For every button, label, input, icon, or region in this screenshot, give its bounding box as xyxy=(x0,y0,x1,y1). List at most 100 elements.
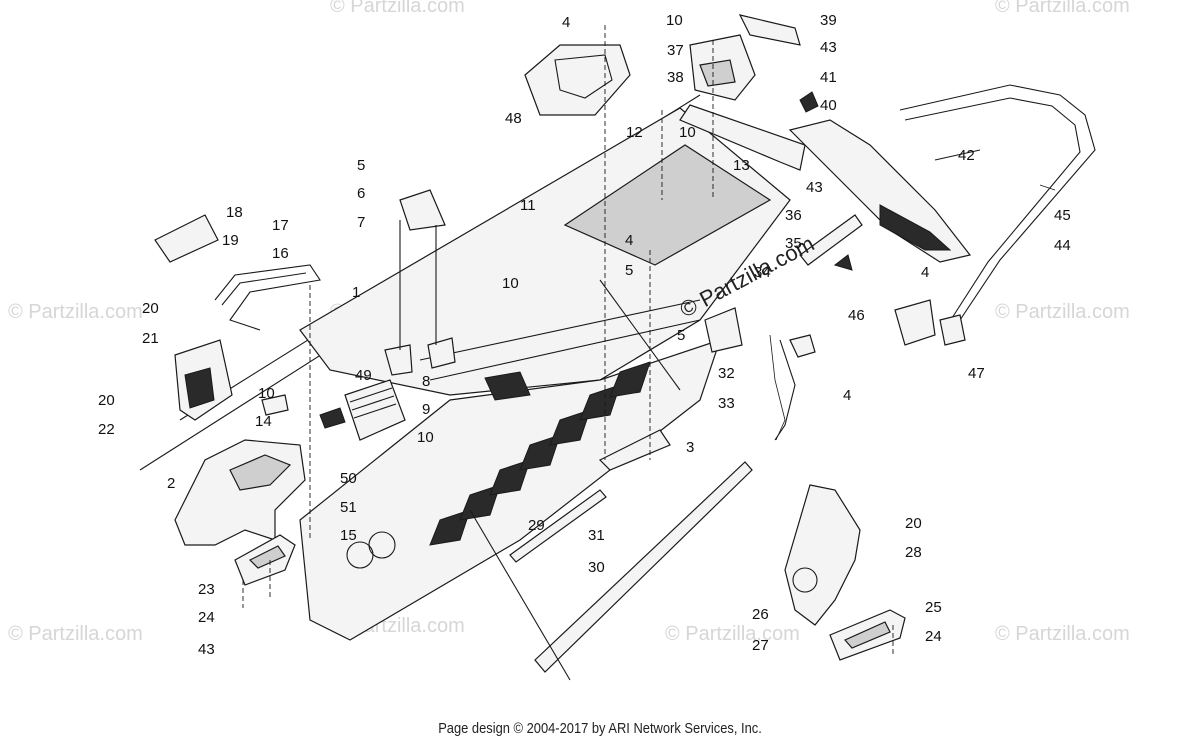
callout-number: 43 xyxy=(198,641,215,658)
side-vent-cover xyxy=(154,214,321,421)
callout-number: 14 xyxy=(255,413,272,430)
watermark: © Partzilla.com xyxy=(665,623,800,645)
callout-number: 36 xyxy=(785,207,802,224)
callout-number: 33 xyxy=(718,395,735,412)
callout-number: 30 xyxy=(588,559,605,576)
rear-seat xyxy=(524,44,631,116)
tunnel-bracket xyxy=(484,371,531,401)
slide-rail-31 xyxy=(509,489,607,563)
snow-flap-assembly xyxy=(788,91,981,271)
callout-number: 34 xyxy=(754,264,771,281)
control-module xyxy=(319,379,406,441)
upper-brackets xyxy=(689,14,801,101)
callout-number: 47 xyxy=(968,365,985,382)
callout-number: 24 xyxy=(198,609,215,626)
side-vent xyxy=(579,384,621,421)
left-step-cover xyxy=(234,534,296,586)
footrest-26 xyxy=(784,484,861,626)
callout-number: 20 xyxy=(142,300,159,317)
callout-number: 27 xyxy=(752,637,769,654)
callout-number: 42 xyxy=(958,147,975,164)
bumper-outer xyxy=(899,84,1096,331)
bumper-end-cap xyxy=(939,314,966,346)
rear-rail-13 xyxy=(679,104,806,171)
watermark: © Partzilla.com xyxy=(995,301,1130,323)
panel-body xyxy=(174,439,306,546)
callout-number: 26 xyxy=(752,606,769,623)
tunnel-rib xyxy=(429,319,701,381)
callout-number: 1 xyxy=(352,284,360,301)
callout-number: 15 xyxy=(340,527,357,544)
callout-number: 12 xyxy=(626,124,643,141)
watermark: © Partzilla.com xyxy=(330,0,465,17)
strap-bracket-32 xyxy=(704,307,743,353)
callout-number: 5 xyxy=(357,157,365,174)
callout-number: 23 xyxy=(198,581,215,598)
callout-number: 48 xyxy=(505,110,522,127)
callout-number: 22 xyxy=(98,421,115,438)
seat-inset xyxy=(554,54,613,99)
callout-number: 20 xyxy=(905,515,922,532)
callout-number: 51 xyxy=(340,499,357,516)
callout-number: 8 xyxy=(422,373,430,390)
callout-number: 32 xyxy=(718,365,735,382)
callout-number: 39 xyxy=(820,12,837,29)
panel-cutout xyxy=(229,454,292,491)
callout-number: 10 xyxy=(502,275,519,292)
callout-number: 4 xyxy=(843,387,851,404)
copyright-footer: Page design © 2004-2017 by ARI Network S… xyxy=(438,720,762,737)
slide-rails xyxy=(469,461,753,681)
callout-number: 4 xyxy=(562,14,570,31)
callout-number: 24 xyxy=(925,628,942,645)
callout-number: 17 xyxy=(272,217,289,234)
callout-number: 29 xyxy=(528,517,545,534)
callout-number: 44 xyxy=(1054,237,1071,254)
rear-strap-assembly xyxy=(704,307,816,441)
callout-number: 19 xyxy=(222,232,239,249)
callout-number: 10 xyxy=(679,124,696,141)
watermark: © Partzilla.com xyxy=(8,623,143,645)
callout-number: 50 xyxy=(340,470,357,487)
rear-bumper xyxy=(894,84,1096,346)
step-cover-inner xyxy=(844,621,891,649)
footrest-grip xyxy=(792,567,818,593)
bumper-decal xyxy=(1039,184,1056,191)
bracket-7 xyxy=(399,189,446,231)
tunnel-access-plate xyxy=(563,144,772,266)
watermark: © Partzilla.com xyxy=(8,301,143,323)
flap-leader xyxy=(934,149,981,161)
bracket-38-slot xyxy=(699,59,736,87)
vent-grille xyxy=(184,367,215,409)
callout-number: 10 xyxy=(666,12,683,29)
callout-number: 5 xyxy=(625,262,633,279)
callout-number: 46 xyxy=(848,307,865,324)
module-fin xyxy=(353,403,397,419)
callout-number: 9 xyxy=(422,401,430,418)
callout-number: 35 xyxy=(785,235,802,252)
bearing-hole xyxy=(368,531,396,559)
bracket-8 xyxy=(384,344,413,376)
callout-number: 31 xyxy=(588,527,605,544)
callout-number: 4 xyxy=(625,232,633,249)
grab-handle xyxy=(214,264,321,331)
bumper-inner xyxy=(904,97,1081,319)
watermark: © Partzilla.com xyxy=(995,0,1130,17)
callout-number: 2 xyxy=(167,475,175,492)
snow-flap-42 xyxy=(788,119,972,263)
callout-number: 49 xyxy=(355,367,372,384)
callout-number: 43 xyxy=(820,39,837,56)
assembly-lines xyxy=(242,25,894,655)
step-cover-23-inner xyxy=(248,545,286,569)
callout-number: 11 xyxy=(520,197,536,214)
callout-number: 18 xyxy=(226,204,243,221)
callout-number: 40 xyxy=(820,97,837,114)
strap-clip xyxy=(789,334,816,358)
slide-rail-30 xyxy=(534,461,753,673)
module-body xyxy=(344,379,406,441)
leader-line xyxy=(599,279,681,391)
callout-number: 20 xyxy=(98,392,115,409)
bracket-14 xyxy=(261,394,289,416)
strap-chain-33 xyxy=(769,334,786,441)
